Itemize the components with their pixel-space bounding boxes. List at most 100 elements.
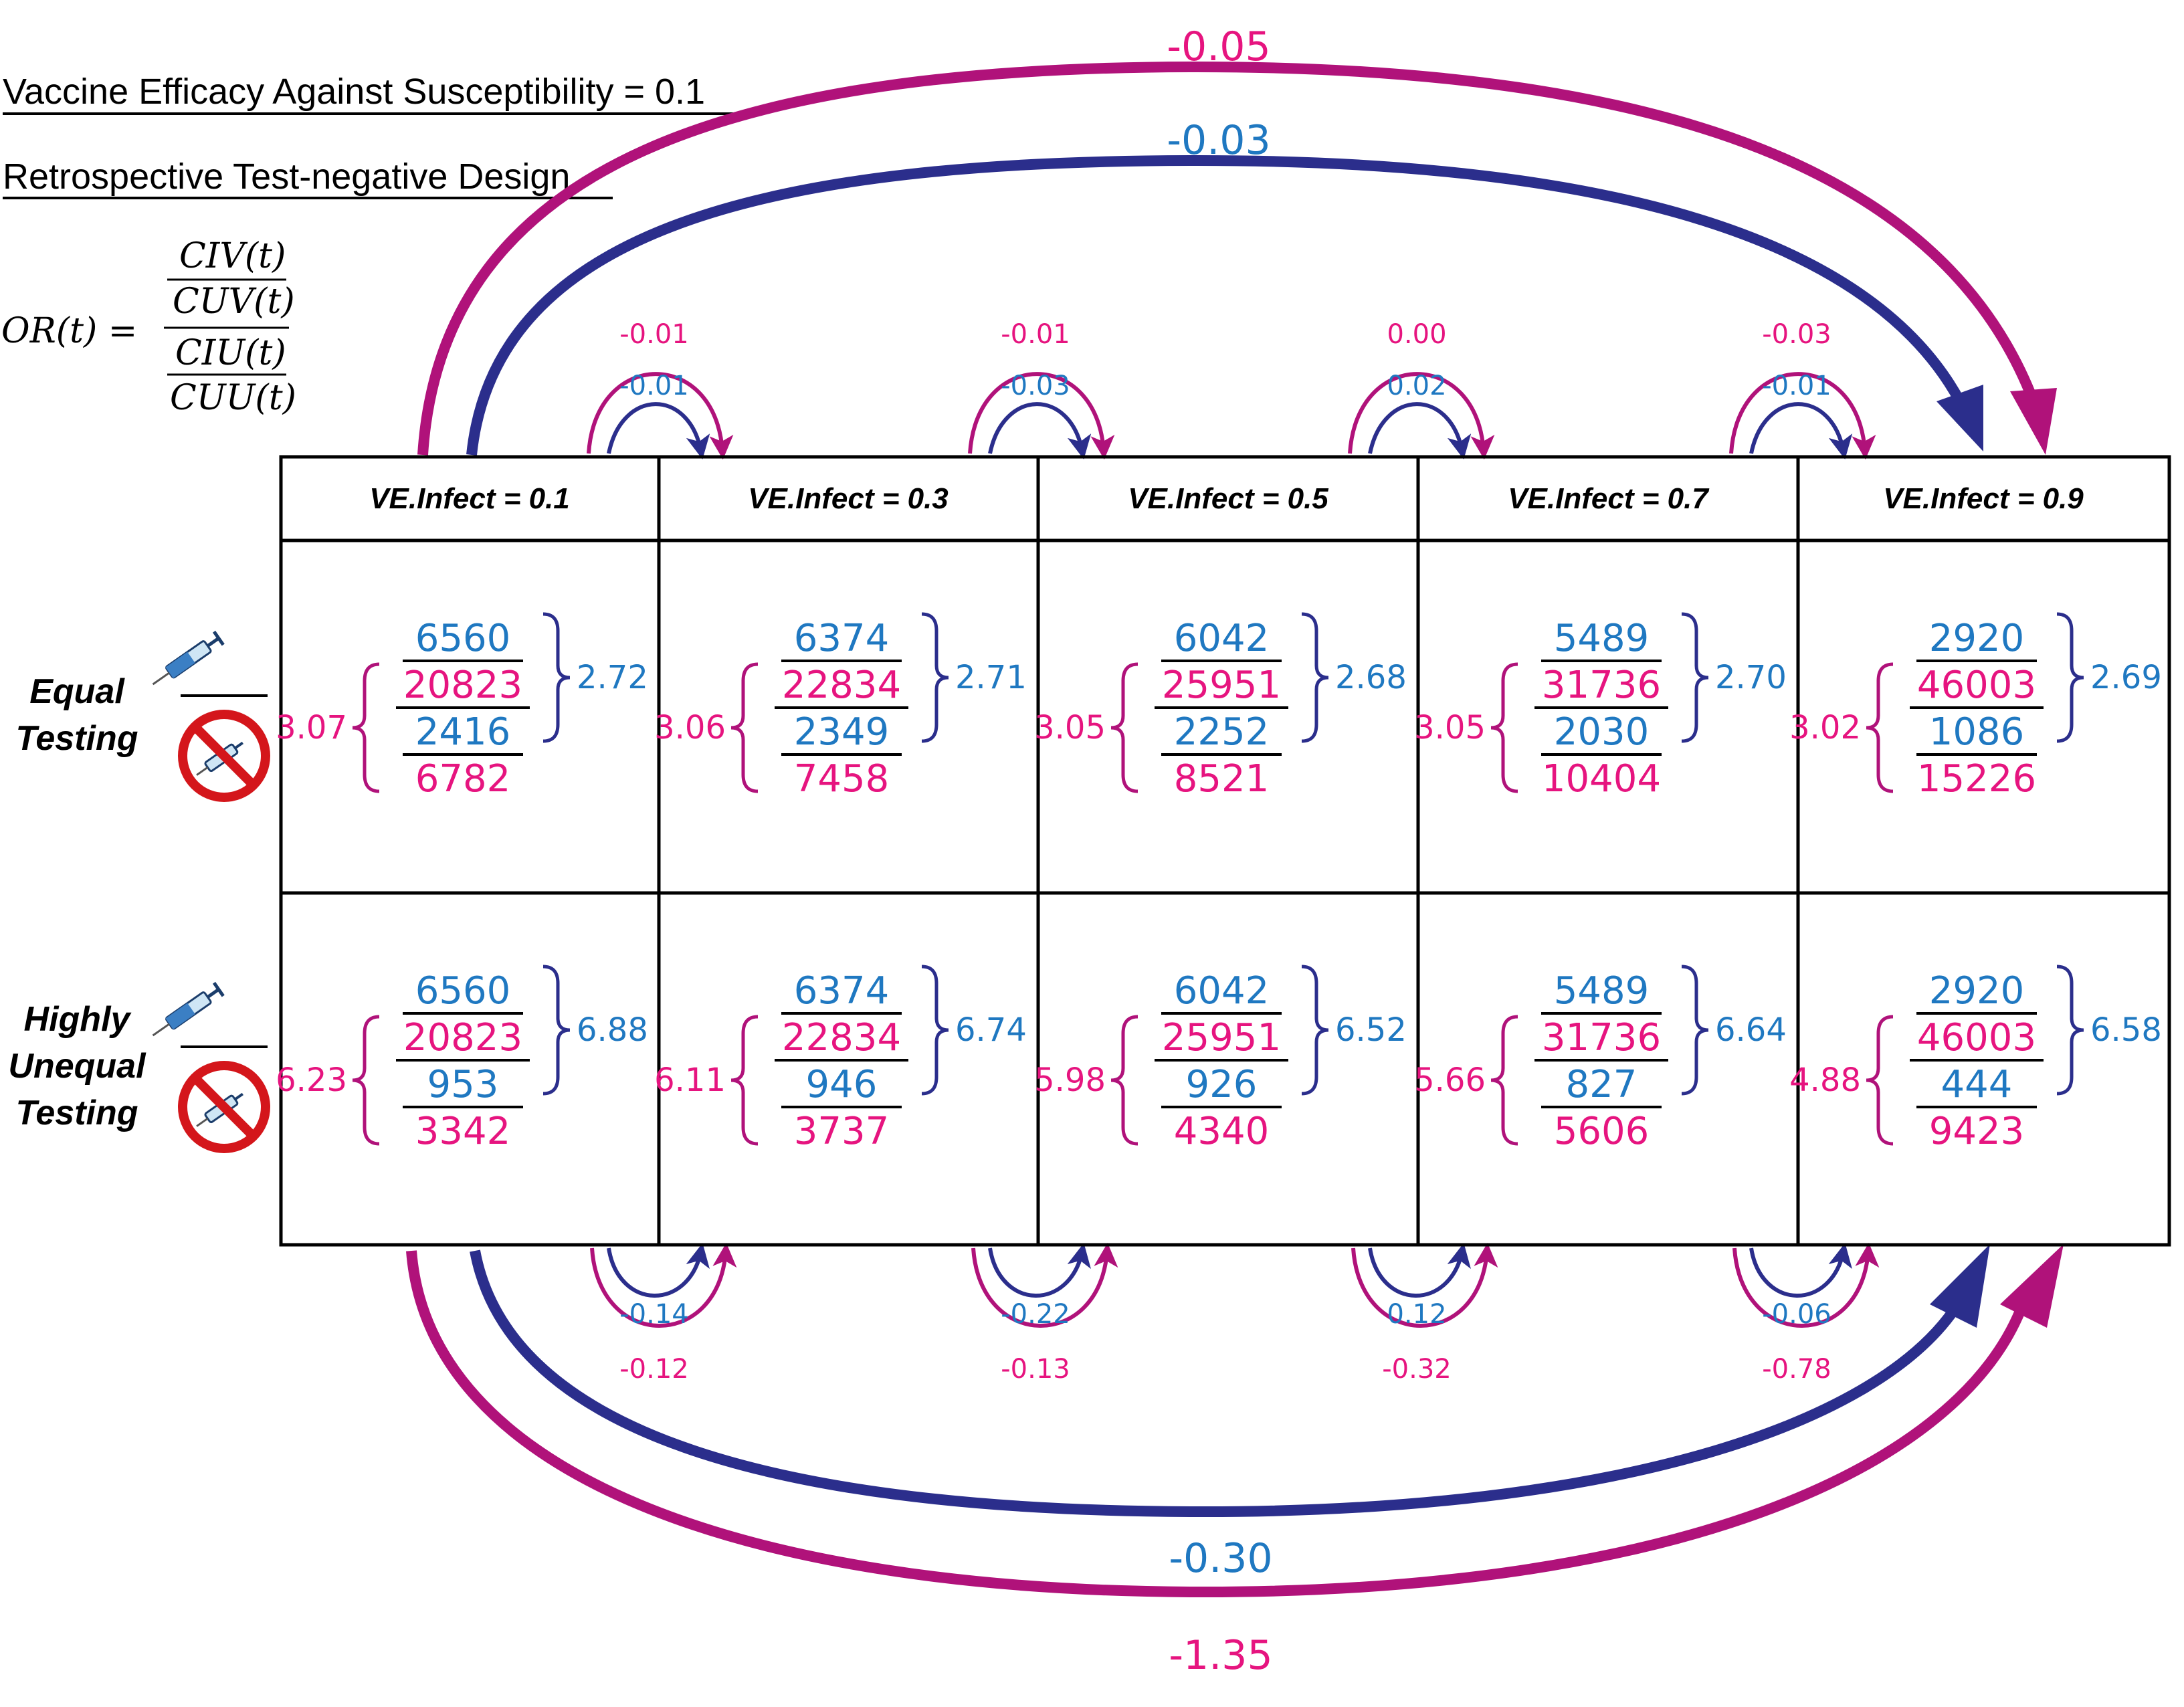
- top-small-arrow-pair-2: -0.01 -0.03: [968, 319, 1115, 460]
- or-blue-value: 2.71: [955, 659, 1027, 696]
- bottom-small-blue-label: -0.14: [619, 1299, 689, 1330]
- top-big-magenta-label: -0.05: [1167, 23, 1270, 70]
- bottom-small-magenta-label: -0.12: [619, 1354, 689, 1385]
- bottom-small-blue-label: -0.22: [1001, 1299, 1070, 1330]
- cell-value-cuu: 5606: [1554, 1110, 1650, 1153]
- vaccinated-brace: [2056, 612, 2084, 743]
- bottom-small-blue-label: 0.12: [1387, 1299, 1446, 1330]
- or-blue-value: 6.58: [2090, 1011, 2162, 1049]
- cell-value-cuu: 15226: [1917, 757, 2036, 801]
- cell-value-cuu: 6782: [415, 757, 511, 801]
- bottom-small-magenta-arrow: [1351, 1243, 1498, 1328]
- bottom-big-blue-arrow: [470, 1249, 1958, 1518]
- top-big-blue-label: -0.03: [1167, 117, 1270, 164]
- vaccinated-brace: [1301, 612, 1329, 743]
- formula-num-top: CIV(t): [179, 236, 286, 276]
- syringe-icon: [152, 630, 225, 686]
- or-magenta-value: 4.88: [1789, 1062, 1861, 1099]
- cell-value-cuv: 22834: [782, 664, 901, 707]
- bottom-small-arrow-pair-4: -0.06 -0.78: [1732, 1243, 1880, 1385]
- no-syringe-icon: [178, 710, 270, 802]
- top-small-arrow-pair-4: -0.03 -0.01: [1729, 319, 1876, 460]
- or-magenta-value: 3.06: [654, 709, 726, 746]
- bottom-big-magenta-label: -1.35: [1169, 1632, 1272, 1679]
- bottom-small-magenta-label: -0.78: [1762, 1354, 1831, 1385]
- no-syringe-icon: [178, 1061, 270, 1153]
- bottom-small-magenta-arrow: [1732, 1243, 1880, 1328]
- column-header: VE.Infect = 0.3: [748, 482, 949, 515]
- top-small-blue-label: -0.03: [1001, 371, 1070, 401]
- cell-value-ciu: 2252: [1174, 710, 1270, 754]
- cell-value-civ: 6374: [794, 617, 890, 660]
- vaccinated-brace: [542, 612, 571, 743]
- unvaccinated-brace: [352, 662, 380, 793]
- cell-value-ciu: 2349: [794, 710, 890, 754]
- cell-value-cuu: 10404: [1542, 757, 1661, 801]
- top-small-blue-label: -0.01: [1762, 371, 1831, 401]
- top-big-magenta-arrow: [417, 61, 2039, 456]
- unvaccinated-brace: [1866, 662, 1894, 793]
- top-small-arrows: -0.01 -0.01 -0.01 -0.03 0.00 0.02 -0.03 …: [587, 319, 1876, 460]
- vaccinated-brace: [1301, 965, 1329, 1096]
- bottom-small-magenta-label: -0.13: [1001, 1354, 1070, 1385]
- top-big-magenta-arrowhead: [2010, 388, 2057, 455]
- bottom-small-arrow-pair-1: -0.14 -0.12: [590, 1243, 737, 1385]
- or-magenta-value: 5.66: [1414, 1062, 1486, 1099]
- row-label-line: Testing: [16, 1094, 138, 1132]
- vaccinated-brace: [1681, 965, 1709, 1096]
- cell-value-cuu: 3737: [794, 1110, 890, 1153]
- top-small-arrow-pair-3: 0.00 0.02: [1348, 319, 1495, 460]
- or-magenta-value: 3.02: [1789, 709, 1861, 746]
- row-label-line: Highly: [24, 1000, 132, 1039]
- vaccinated-brace: [1681, 612, 1709, 743]
- cell-value-ciu: 2030: [1554, 710, 1650, 754]
- unvaccinated-brace: [1110, 662, 1138, 793]
- formula-den-bottom: CUU(t): [170, 378, 296, 418]
- cell-value-cuv: 46003: [1917, 664, 2036, 707]
- top-small-blue-arrow: [988, 402, 1092, 460]
- top-small-blue-label: -0.01: [619, 371, 689, 401]
- row-label-line: Testing: [16, 719, 138, 758]
- bottom-small-arrow-pair-3: 0.12 -0.32: [1351, 1243, 1498, 1385]
- top-big-blue-arrow: [466, 155, 1965, 456]
- or-blue-value: 2.70: [1715, 659, 1787, 696]
- bottom-summary-arrows: -0.30 -1.35: [406, 1244, 2064, 1679]
- or-magenta-value: 3.07: [276, 709, 347, 746]
- unvaccinated-brace: [1490, 662, 1518, 793]
- top-summary-arrows: -0.05 -0.03: [417, 23, 2057, 456]
- cell-value-cuv: 22834: [782, 1016, 901, 1060]
- or-blue-value: 2.68: [1335, 659, 1407, 696]
- top-small-magenta-label: -0.03: [1762, 319, 1831, 350]
- formula-lhs: OR(t) =: [1, 311, 137, 351]
- top-small-magenta-label: 0.00: [1387, 319, 1446, 350]
- unvaccinated-brace: [1490, 1015, 1518, 1146]
- top-small-arrow-pair-1: -0.01 -0.01: [587, 319, 734, 460]
- unvaccinated-brace: [730, 662, 759, 793]
- header: Vaccine Efficacy Against Susceptibility …: [3, 72, 759, 199]
- formula-num-bottom: CUV(t): [173, 282, 295, 322]
- cell-value-civ: 6374: [794, 969, 890, 1013]
- or-magenta-value: 6.23: [276, 1062, 347, 1099]
- or-blue-value: 6.52: [1335, 1011, 1407, 1049]
- table-cells: 656020823241667822.723.07637422834234974…: [276, 612, 2162, 1153]
- row-label-line: Equal: [29, 672, 125, 711]
- bottom-small-blue-arrow: [988, 1243, 1091, 1298]
- unvaccinated-brace: [730, 1015, 759, 1146]
- unvaccinated-brace: [352, 1015, 380, 1146]
- design-title: Retrospective Test-negative Design: [3, 157, 570, 197]
- vaccinated-brace: [921, 612, 949, 743]
- bottom-big-blue-label: -0.30: [1169, 1535, 1272, 1582]
- cell-value-cuu: 7458: [794, 757, 890, 801]
- cell-value-civ: 6560: [415, 617, 511, 660]
- row-label-line: Unequal: [8, 1047, 146, 1086]
- cell-value-cuv: 25951: [1162, 1016, 1281, 1060]
- bottom-small-magenta-arrow: [971, 1243, 1118, 1328]
